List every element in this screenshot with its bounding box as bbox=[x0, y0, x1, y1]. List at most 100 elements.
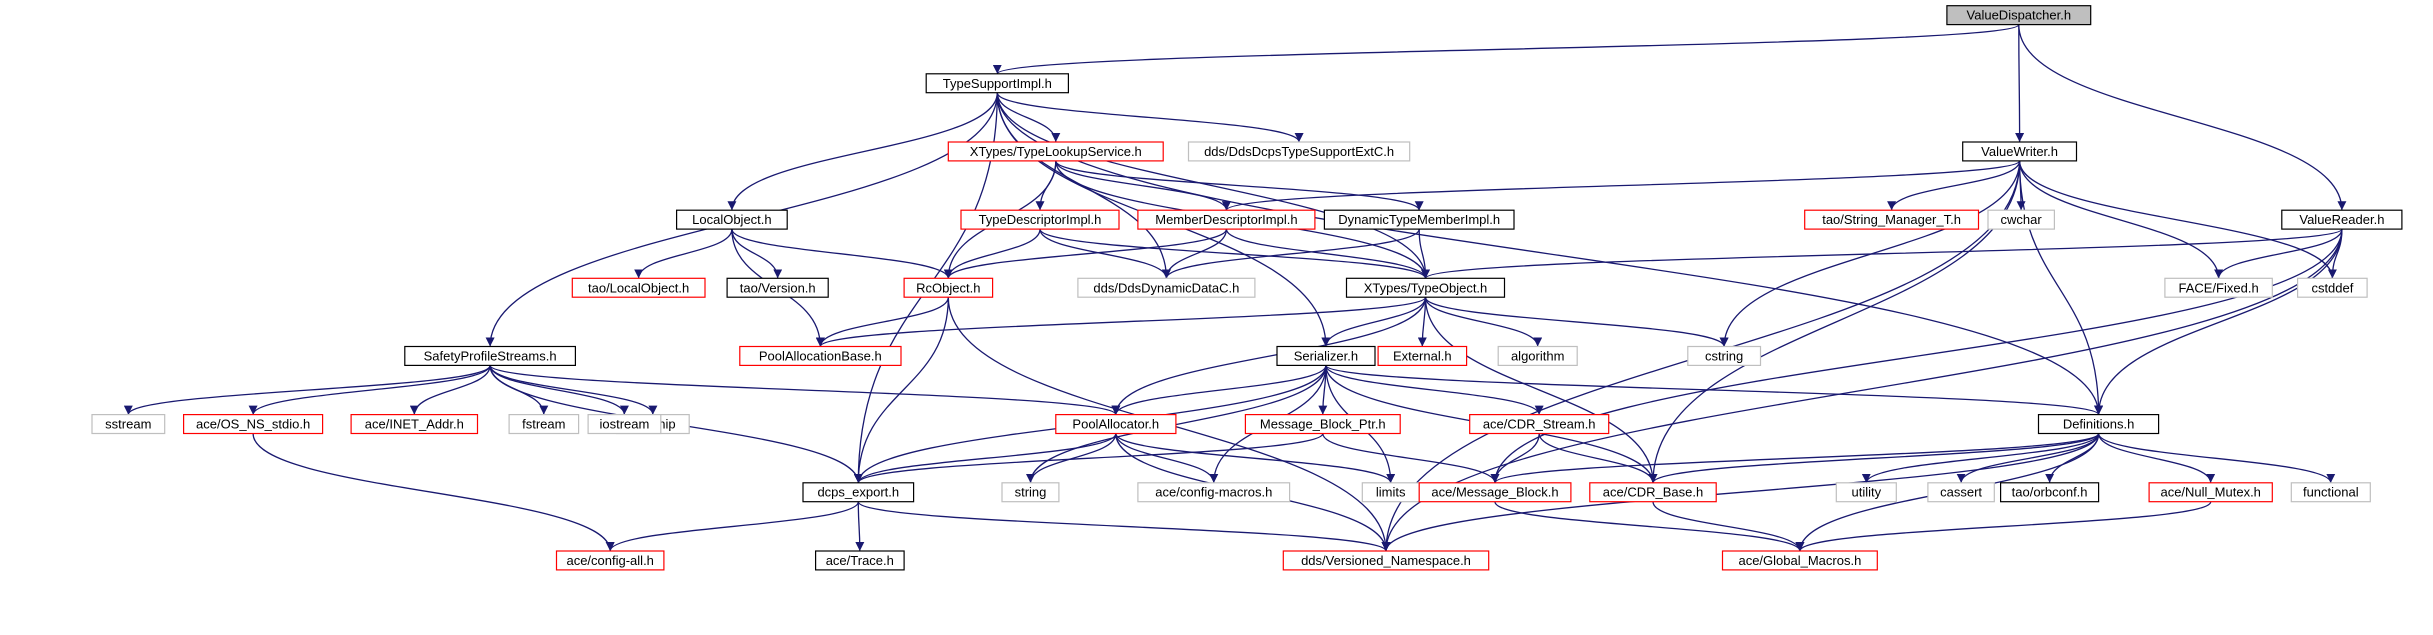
edge-type_support_impl-to-type_lookup_service bbox=[996, 92, 1061, 143]
node-label-type_object: XTypes/TypeObject.h bbox=[1364, 280, 1488, 295]
edge-definitions-to-ace_cdr_base bbox=[1648, 432, 2100, 484]
node-label-limits: limits bbox=[1376, 485, 1406, 500]
node-box-ace_cdr_stream bbox=[1469, 414, 1610, 435]
edge-serializer-to-ace_cdr_stream bbox=[1325, 365, 1544, 415]
node-dcps_export[interactable]: dcps_export.h bbox=[802, 482, 915, 503]
edge-dcps_export-to-ace_trace bbox=[855, 501, 865, 552]
node-label-cstddef: cstddef bbox=[2311, 280, 2353, 295]
edge-safety_profile_streams-to-iostream bbox=[489, 365, 629, 415]
node-box-member_descriptor_impl bbox=[1137, 209, 1316, 230]
node-ace_message_block[interactable]: ace/Message_Block.h bbox=[1418, 482, 1572, 503]
edge-local_object-to-rc_object bbox=[731, 228, 953, 279]
node-label-ace_trace: ace/Trace.h bbox=[826, 553, 894, 568]
node-box-definitions bbox=[2037, 414, 2160, 435]
node-external_h[interactable]: External.h bbox=[1377, 345, 1468, 366]
node-member_descriptor_impl[interactable]: MemberDescriptorImpl.h bbox=[1137, 209, 1316, 230]
node-type_object[interactable]: XTypes/TypeObject.h bbox=[1345, 277, 1506, 298]
node-safety_profile_streams[interactable]: SafetyProfileStreams.h bbox=[404, 345, 576, 366]
node-box-sstream bbox=[91, 414, 166, 435]
node-label-value_writer: ValueWriter.h bbox=[1981, 144, 2058, 159]
node-label-safety_profile_streams: SafetyProfileStreams.h bbox=[424, 348, 557, 363]
node-label-tao_orbconf: tao/orbconf.h bbox=[2012, 485, 2088, 500]
node-ace_trace[interactable]: ace/Trace.h bbox=[814, 550, 905, 571]
node-box-type_support_impl bbox=[925, 73, 1070, 94]
node-label-ace_null_mutex: ace/Null_Mutex.h bbox=[2160, 485, 2260, 500]
node-pool_allocation_base[interactable]: PoolAllocationBase.h bbox=[739, 345, 902, 366]
node-box-safety_profile_streams bbox=[404, 345, 576, 366]
node-fstream: fstream bbox=[508, 414, 580, 435]
node-dds_typesupport_ext: dds/DdsDcpsTypeSupportExtC.h bbox=[1187, 141, 1411, 162]
edge-member_descriptor_impl-to-type_object bbox=[1225, 228, 1430, 279]
edge-definitions-to-dds_versioned_namespace bbox=[1381, 433, 2100, 552]
edge-rc_object-to-dcps_export bbox=[853, 297, 949, 483]
node-definitions[interactable]: Definitions.h bbox=[2037, 414, 2160, 435]
node-ace_null_mutex[interactable]: ace/Null_Mutex.h bbox=[2148, 482, 2273, 503]
node-message_block_ptr[interactable]: Message_Block_Ptr.h bbox=[1244, 414, 1401, 435]
node-tao_version[interactable]: tao/Version.h bbox=[726, 277, 829, 298]
node-value_writer[interactable]: ValueWriter.h bbox=[1962, 141, 2078, 162]
node-pool_allocator[interactable]: PoolAllocator.h bbox=[1055, 414, 1177, 435]
node-type_lookup_service[interactable]: XTypes/TypeLookupService.h bbox=[947, 141, 1164, 162]
node-ace_inet_addr[interactable]: ace/INET_Addr.h bbox=[350, 414, 479, 435]
node-ace_global_macros[interactable]: ace/Global_Macros.h bbox=[1721, 550, 1878, 571]
node-box-ace_null_mutex bbox=[2148, 482, 2273, 503]
edge-serializer-to-definitions bbox=[1325, 364, 2103, 416]
node-box-serializer bbox=[1276, 345, 1376, 366]
node-sstream: sstream bbox=[91, 414, 166, 435]
node-cstring: cstring bbox=[1687, 345, 1762, 366]
node-value_reader[interactable]: ValueReader.h bbox=[2281, 209, 2403, 230]
edge-safety_profile_streams-to-sstream bbox=[123, 365, 491, 415]
node-tao_string_manager[interactable]: tao/String_Manager_T.h bbox=[1804, 209, 1980, 230]
node-rc_object[interactable]: RcObject.h bbox=[903, 277, 994, 298]
node-label-tao_local_object: tao/LocalObject.h bbox=[588, 280, 689, 295]
node-box-iostream bbox=[587, 414, 662, 435]
node-box-dynamic_type_member_impl bbox=[1323, 209, 1515, 230]
node-label-ace_inet_addr: ace/INET_Addr.h bbox=[365, 417, 464, 432]
edge-ace_os_ns_stdio-to-ace_config_all bbox=[252, 433, 615, 552]
node-tao_orbconf[interactable]: tao/orbconf.h bbox=[1999, 482, 2100, 503]
node-face_fixed: FACE/Fixed.h bbox=[2164, 277, 2273, 298]
node-value_dispatcher[interactable]: ValueDispatcher.h bbox=[1946, 5, 2092, 26]
node-box-algorithm bbox=[1497, 345, 1578, 366]
node-label-dds_versioned_namespace: dds/Versioned_Namespace.h bbox=[1301, 553, 1471, 568]
node-label-serializer: Serializer.h bbox=[1294, 348, 1358, 363]
node-box-ace_trace bbox=[814, 550, 905, 571]
node-dynamic_type_member_impl[interactable]: DynamicTypeMemberImpl.h bbox=[1323, 209, 1515, 230]
node-label-ace_message_block: ace/Message_Block.h bbox=[1431, 485, 1558, 500]
node-box-ace_inet_addr bbox=[350, 414, 479, 435]
edge-type_lookup_service-to-member_descriptor_impl bbox=[1055, 160, 1231, 211]
node-box-utility bbox=[1835, 482, 1897, 503]
node-ace_config_all[interactable]: ace/config-all.h bbox=[555, 550, 665, 571]
edge-value_reader-to-face_fixed bbox=[2214, 228, 2343, 279]
node-box-dds_typesupport_ext bbox=[1187, 141, 1411, 162]
node-ace_os_ns_stdio[interactable]: ace/OS_NS_stdio.h bbox=[183, 414, 324, 435]
edge-value_dispatcher-to-value_writer bbox=[2015, 24, 2025, 143]
edge-definitions-to-functional bbox=[2097, 433, 2336, 484]
edge-pool_allocator-to-dcps_export bbox=[853, 433, 1117, 484]
node-type_support_impl[interactable]: TypeSupportImpl.h bbox=[925, 73, 1070, 94]
node-box-type_object bbox=[1345, 277, 1506, 298]
node-label-sstream: sstream bbox=[105, 417, 151, 432]
node-local_object[interactable]: LocalObject.h bbox=[675, 209, 788, 230]
node-ace_cdr_base[interactable]: ace/CDR_Base.h bbox=[1589, 482, 1717, 503]
node-label-value_dispatcher: ValueDispatcher.h bbox=[1967, 8, 2072, 23]
node-dds_versioned_namespace[interactable]: dds/Versioned_Namespace.h bbox=[1282, 550, 1490, 571]
node-dds_dynamic_data: dds/DdsDynamicDataC.h bbox=[1077, 277, 1256, 298]
node-type_descriptor_impl[interactable]: TypeDescriptorImpl.h bbox=[960, 209, 1120, 230]
node-ace_cdr_stream[interactable]: ace/CDR_Stream.h bbox=[1469, 414, 1610, 435]
node-label-ace_cdr_stream: ace/CDR_Stream.h bbox=[1483, 417, 1596, 432]
node-serializer[interactable]: Serializer.h bbox=[1276, 345, 1376, 366]
node-label-pool_allocator: PoolAllocator.h bbox=[1072, 417, 1159, 432]
node-box-tao_version bbox=[726, 277, 829, 298]
node-label-rc_object: RcObject.h bbox=[916, 280, 980, 295]
node-box-tao_string_manager bbox=[1804, 209, 1980, 230]
node-label-iostream: iostream bbox=[599, 417, 649, 432]
node-box-dcps_export bbox=[802, 482, 915, 503]
edge-ace_cdr_stream-to-ace_cdr_base bbox=[1538, 433, 1658, 483]
node-tao_local_object[interactable]: tao/LocalObject.h bbox=[571, 277, 706, 298]
node-label-string: string bbox=[1015, 485, 1047, 500]
node-label-definitions: Definitions.h bbox=[2063, 417, 2135, 432]
node-utility: utility bbox=[1835, 482, 1897, 503]
node-limits: limits bbox=[1361, 482, 1420, 503]
node-box-local_object bbox=[675, 209, 788, 230]
